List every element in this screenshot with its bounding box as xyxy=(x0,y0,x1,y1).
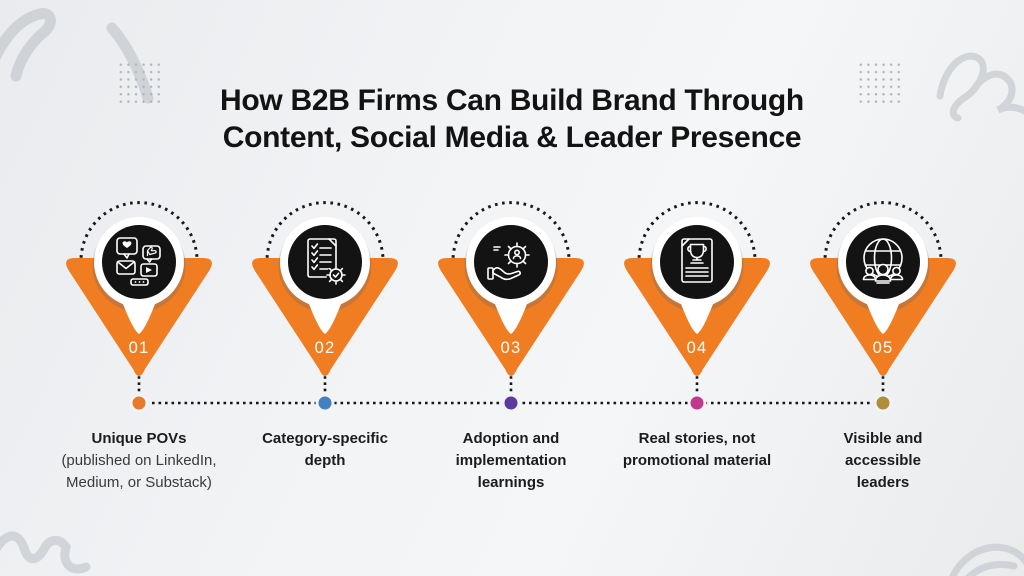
social-engagement-icon xyxy=(116,237,161,286)
adoption-hand-gear-icon xyxy=(487,242,530,281)
icon-disc xyxy=(846,225,920,299)
icon-disc xyxy=(660,225,734,299)
timeline-item-3: 03 xyxy=(438,201,584,392)
step-number: 03 xyxy=(501,339,522,357)
timeline-item-4: 04 xyxy=(624,201,770,392)
icon-disc xyxy=(102,225,176,299)
timeline-item-2: 02 xyxy=(252,201,398,392)
checklist-gear-icon xyxy=(307,238,346,285)
timeline-dot-2 xyxy=(315,393,335,413)
dot-grid-right xyxy=(857,61,904,103)
item-label-2-title: Category-specific depth xyxy=(262,430,388,469)
globe-people-icon xyxy=(862,238,904,284)
timeline-dot-3 xyxy=(501,393,521,413)
page-title: How B2B Firms Can Build Brand Through Co… xyxy=(0,82,1024,156)
item-label-1-sublabel: (published on LinkedIn, Medium, or Subst… xyxy=(61,452,217,491)
timeline-dot-1 xyxy=(129,393,149,413)
item-label-3-title: Adoption and implementation learnings xyxy=(455,430,567,491)
trophy-document-icon xyxy=(681,238,713,283)
timeline-item-5: 05 xyxy=(810,201,956,392)
dot-grid-left xyxy=(117,61,164,103)
item-label-2: Category-specific depth xyxy=(250,428,400,472)
item-label-5-title: Visible and accessible leaders xyxy=(843,430,923,491)
page-title-line2: Content, Social Media & Leader Presence xyxy=(222,121,802,154)
step-number: 01 xyxy=(129,339,150,357)
item-label-3: Adoption and implementation learnings xyxy=(431,428,591,494)
timeline-dot-5 xyxy=(873,393,893,413)
item-label-4-title: Real stories, not promotional material xyxy=(622,430,772,469)
step-number: 02 xyxy=(315,339,336,357)
item-label-5: Visible and accessible leaders xyxy=(823,428,943,494)
timeline-item-1: 01 xyxy=(66,201,212,392)
item-label-1-title: Unique POVs xyxy=(91,430,187,447)
item-label-1: Unique POVs (published on LinkedIn, Medi… xyxy=(59,428,219,494)
item-label-4: Real stories, not promotional material xyxy=(617,428,777,472)
timeline-dot-4 xyxy=(687,393,707,413)
step-number: 05 xyxy=(873,339,894,357)
page-title-line1: How B2B Firms Can Build Brand Through xyxy=(220,84,804,117)
step-number: 04 xyxy=(687,339,708,357)
